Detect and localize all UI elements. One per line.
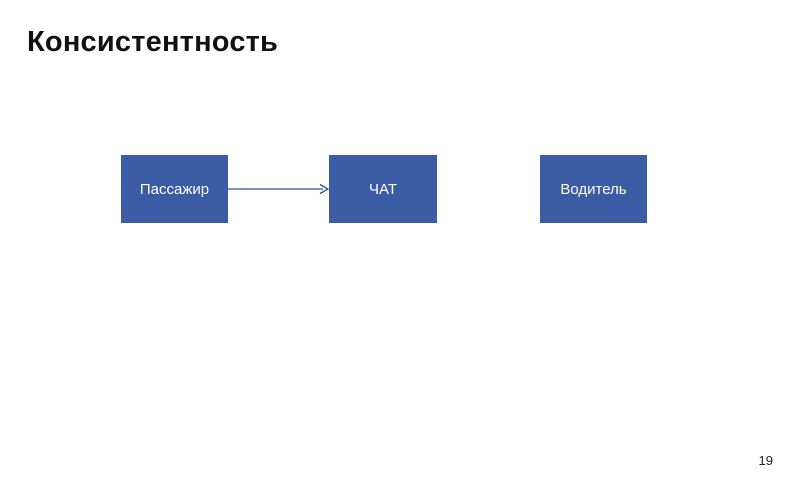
arrow-passenger-to-chat-icon bbox=[228, 183, 329, 195]
diagram-node-chat-label: ЧАТ bbox=[369, 180, 397, 198]
slide-title: Консистентность bbox=[27, 26, 279, 58]
diagram-node-chat: ЧАТ bbox=[329, 155, 437, 223]
diagram-node-driver-label: Водитель bbox=[560, 180, 627, 198]
diagram-node-passenger-label: Пассажир bbox=[139, 180, 210, 198]
diagram-node-passenger: Пассажир bbox=[121, 155, 228, 223]
page-number: 19 bbox=[758, 453, 773, 468]
arrow-head bbox=[319, 183, 329, 195]
diagram-node-driver: Водитель bbox=[540, 155, 647, 223]
